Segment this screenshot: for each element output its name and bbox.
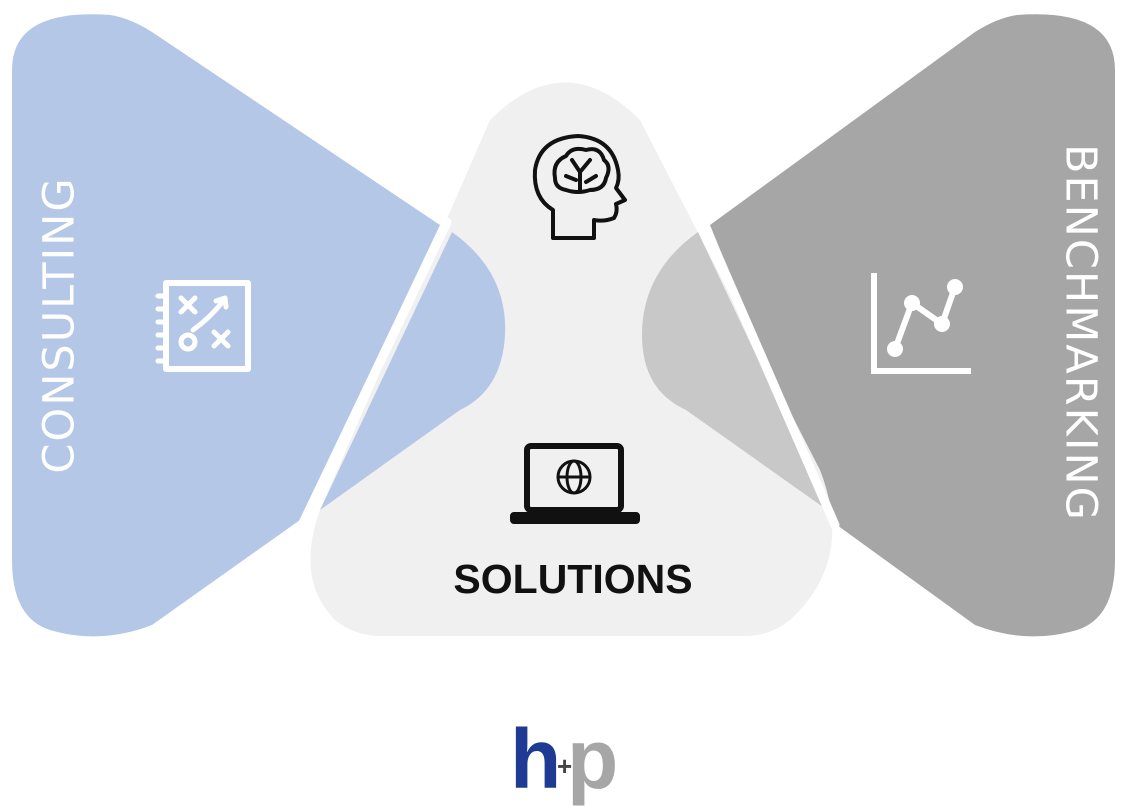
- logo-plus: +: [557, 751, 572, 781]
- laptop-globe-icon: [510, 443, 640, 524]
- consulting-label: CONSULTING: [35, 176, 85, 473]
- brain-head-icon: [532, 134, 627, 240]
- solutions-segment: [310, 82, 833, 636]
- benchmarking-solutions-overlap: [642, 232, 830, 512]
- benchmarking-label: BENCHMARKING: [1056, 144, 1106, 522]
- benchmarking-segment: [710, 14, 1115, 637]
- solutions-label: SOLUTIONS: [453, 556, 692, 602]
- logo-p: p: [567, 712, 618, 806]
- strategy-board-icon: [155, 280, 251, 372]
- line-chart-icon: [871, 273, 971, 374]
- hp-logo: h + p: [510, 712, 618, 806]
- consulting-solutions-overlap: [320, 232, 506, 510]
- logo-h: h: [510, 712, 561, 806]
- consulting-segment: [12, 14, 440, 637]
